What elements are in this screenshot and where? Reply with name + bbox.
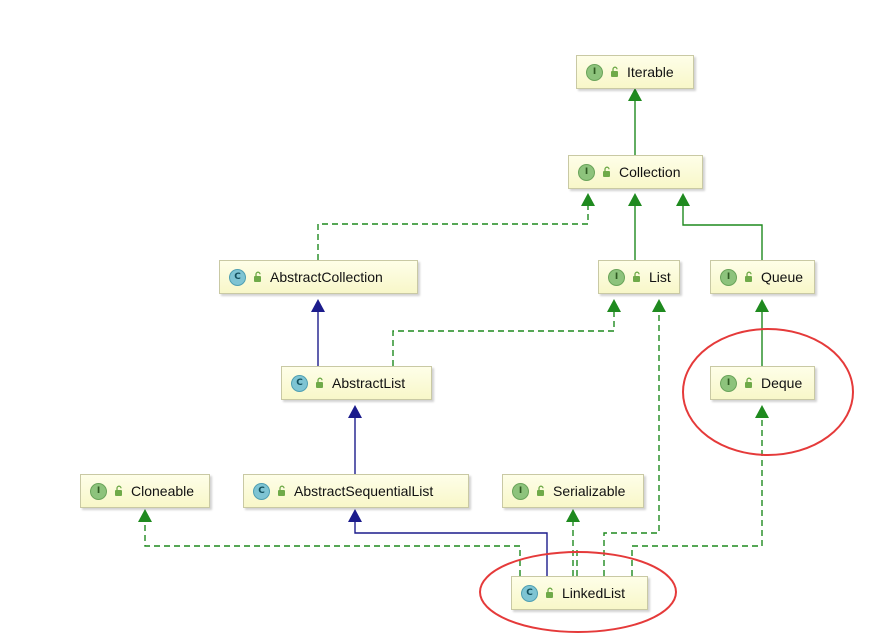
public-access-icon	[603, 166, 610, 177]
arrowhead-deque	[755, 405, 769, 418]
node-linkedlist[interactable]: C LinkedList	[511, 576, 648, 610]
public-access-icon	[316, 377, 323, 388]
node-serializable[interactable]: I Serializable	[502, 474, 644, 508]
node-abstractcollection[interactable]: C AbstractCollection	[219, 260, 418, 294]
arrowhead-collection-from-abstractcollection	[581, 193, 595, 206]
node-cloneable[interactable]: I Cloneable	[80, 474, 210, 508]
arrowhead-abstractsequentiallist	[348, 509, 362, 522]
interface-icon: I	[608, 268, 625, 286]
public-access-icon	[278, 485, 285, 496]
highlight-ellipse-linkedlist	[479, 551, 677, 633]
arrowhead-cloneable	[138, 509, 152, 522]
edge-linkedlist-cloneable	[144, 521, 521, 576]
class-icon: C	[521, 584, 538, 602]
node-label: AbstractCollection	[270, 269, 383, 285]
node-label: Deque	[761, 375, 803, 391]
arrowhead-serializable	[566, 509, 580, 522]
node-list[interactable]: I List	[598, 260, 680, 294]
public-access-icon	[115, 485, 122, 496]
edge-linkedlist-deque	[631, 417, 763, 576]
public-access-icon	[633, 271, 640, 282]
node-queue[interactable]: I Queue	[710, 260, 815, 294]
node-label: List	[649, 269, 671, 285]
public-access-icon	[254, 271, 261, 282]
arrowhead-abstractlist	[348, 405, 362, 418]
public-access-icon	[745, 377, 752, 388]
arrowhead-abstractcollection	[311, 299, 325, 312]
node-label: Cloneable	[131, 483, 195, 499]
node-label: Collection	[619, 164, 681, 180]
arrowhead-iterable	[628, 88, 642, 101]
public-access-icon	[745, 271, 752, 282]
edge-linkedlist-list	[603, 311, 660, 576]
interface-icon: I	[578, 163, 595, 181]
node-label: LinkedList	[562, 585, 626, 601]
edge-abstractlist-list	[392, 311, 615, 366]
class-icon: C	[253, 482, 270, 500]
node-iterable[interactable]: I Iterable	[576, 55, 694, 89]
edge-abstractcollection-collection	[317, 205, 589, 260]
arrowhead-list-from-abstractlist	[607, 299, 621, 312]
interface-icon: I	[90, 482, 107, 500]
arrowhead-collection-from-list	[628, 193, 642, 206]
node-collection[interactable]: I Collection	[568, 155, 703, 189]
public-access-icon	[537, 485, 544, 496]
node-label: AbstractList	[332, 375, 406, 391]
interface-icon: I	[512, 482, 529, 500]
node-label: AbstractSequentialList	[294, 483, 434, 499]
node-label: Queue	[761, 269, 804, 285]
node-abstractlist[interactable]: C AbstractList	[281, 366, 432, 400]
interface-icon: I	[720, 268, 737, 286]
arrowhead-queue	[755, 299, 769, 312]
highlight-ellipse-deque	[682, 328, 854, 456]
node-abstractsequentiallist[interactable]: C AbstractSequentialList	[243, 474, 469, 508]
public-access-icon	[546, 587, 553, 598]
node-label: Serializable	[553, 483, 626, 499]
class-icon: C	[229, 268, 246, 286]
interface-icon: I	[586, 63, 603, 81]
arrowhead-list-from-linkedlist	[652, 299, 666, 312]
public-access-icon	[611, 66, 618, 77]
class-icon: C	[291, 374, 308, 392]
interface-icon: I	[720, 374, 737, 392]
node-deque[interactable]: I Deque	[710, 366, 815, 400]
edge-linkedlist-abstractsequentiallist	[354, 521, 548, 576]
arrowhead-collection-from-queue	[676, 193, 690, 206]
node-label: Iterable	[627, 64, 674, 80]
edge-queue-collection	[682, 205, 763, 260]
